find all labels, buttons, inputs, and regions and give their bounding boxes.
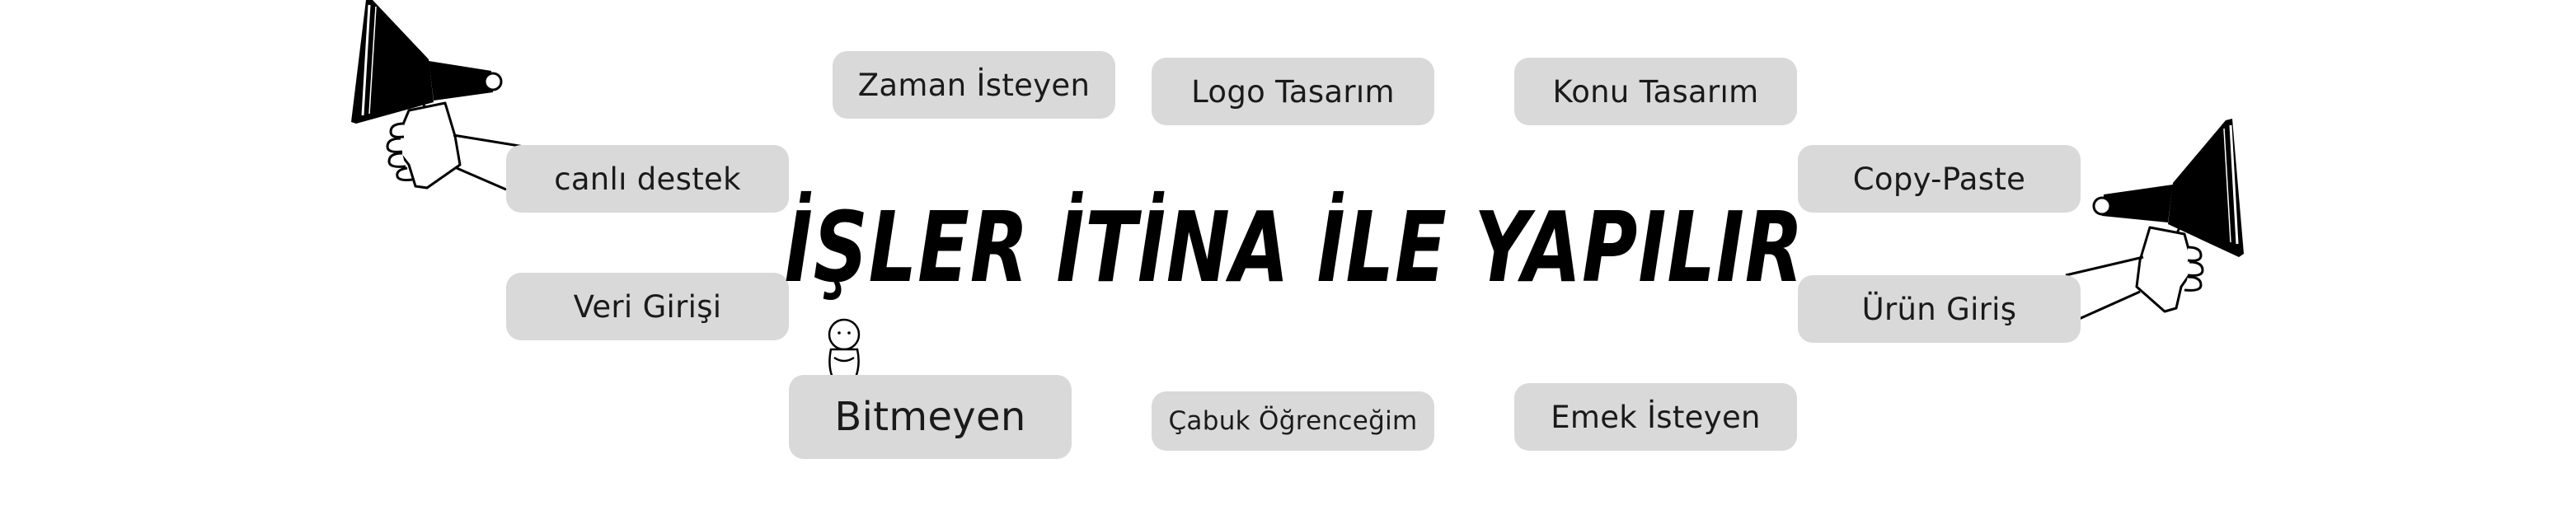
- tag-konu-tasarim: Konu Tasarım: [1514, 58, 1797, 125]
- tag-urun-giris: Ürün Giriş: [1798, 275, 2081, 343]
- tag-canli-destek: canlı destek: [506, 145, 789, 213]
- tag-logo-tasarim: Logo Tasarım: [1152, 58, 1434, 125]
- tag-emek-isteyen: Emek İsteyen: [1514, 383, 1797, 451]
- tag-veri-girisi: Veri Girişi: [506, 273, 789, 340]
- headline: İŞLER İTİNA İLE YAPILIR: [784, 190, 1804, 304]
- tag-copy-paste: Copy-Paste: [1798, 145, 2081, 213]
- megaphone-hand-icon: [351, 0, 525, 191]
- tag-zaman-isteyen: Zaman İsteyen: [833, 51, 1115, 119]
- megaphone-hand-icon: [2065, 119, 2244, 321]
- tag-cabuk-ogrencegim: Çabuk Öğrenceğim: [1152, 391, 1434, 451]
- tag-bitmeyen: Bitmeyen: [789, 375, 1072, 459]
